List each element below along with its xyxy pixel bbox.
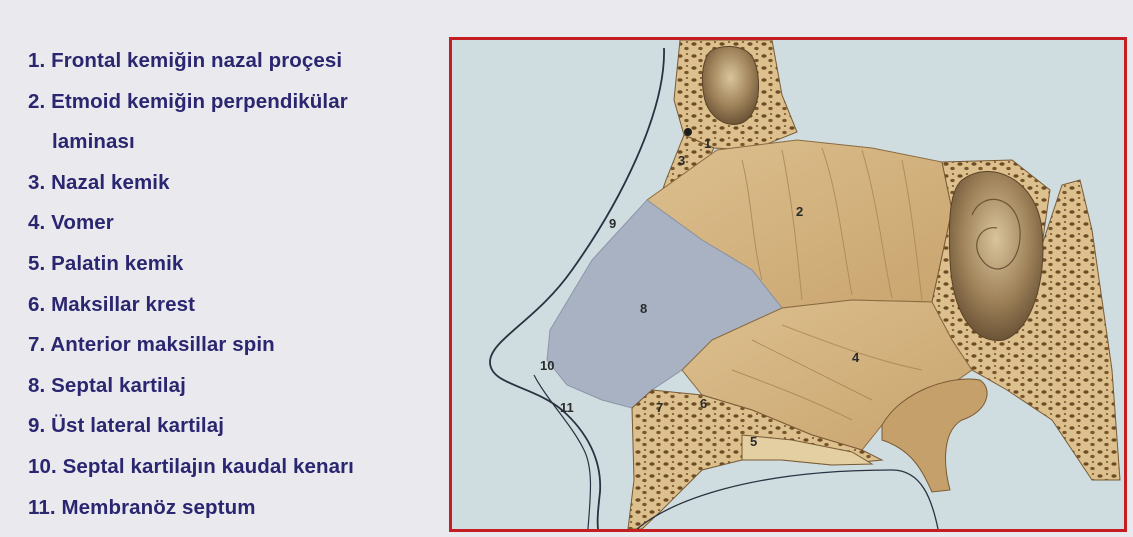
foramen-mark — [684, 128, 692, 136]
sphenoid-sinus — [949, 171, 1043, 340]
nasal-septum-illustration: 1 2 3 4 5 6 7 8 9 10 11 — [452, 40, 1124, 529]
label-1: 1 — [704, 136, 711, 151]
legend-item-2-continuation: laminası — [28, 122, 448, 163]
legend-item-1: 1. Frontal kemiğin nazal proçesi — [28, 41, 448, 82]
label-4: 4 — [852, 350, 860, 365]
label-8: 8 — [640, 301, 647, 316]
legend-item-4: 4. Vomer — [28, 203, 448, 244]
label-3: 3 — [678, 153, 685, 168]
legend-item-11: 11. Membranöz septum — [28, 488, 448, 529]
label-6: 6 — [700, 396, 707, 411]
anatomy-figure-frame: 1 2 3 4 5 6 7 8 9 10 11 — [449, 37, 1127, 532]
label-11: 11 — [560, 400, 574, 415]
legend-item-8: 8. Septal kartilaj — [28, 366, 448, 407]
legend-item-6: 6. Maksillar krest — [28, 285, 448, 326]
label-10: 10 — [540, 358, 554, 373]
legend-item-5: 5. Palatin kemik — [28, 244, 448, 285]
legend-item-3: 3. Nazal kemik — [28, 163, 448, 204]
label-5: 5 — [750, 434, 757, 449]
legend-item-10: 10. Septal kartilajın kaudal kenarı — [28, 447, 448, 488]
frontal-sinus — [702, 46, 758, 124]
label-2: 2 — [796, 204, 803, 219]
label-7: 7 — [656, 400, 663, 415]
label-9: 9 — [609, 216, 616, 231]
legend-item-2: 2. Etmoid kemiğin perpendikülar — [28, 82, 448, 123]
legend-item-9: 9. Üst lateral kartilaj — [28, 406, 448, 447]
legend-list: 1. Frontal kemiğin nazal proçesi 2. Etmo… — [28, 41, 448, 528]
legend-item-7: 7. Anterior maksillar spin — [28, 325, 448, 366]
